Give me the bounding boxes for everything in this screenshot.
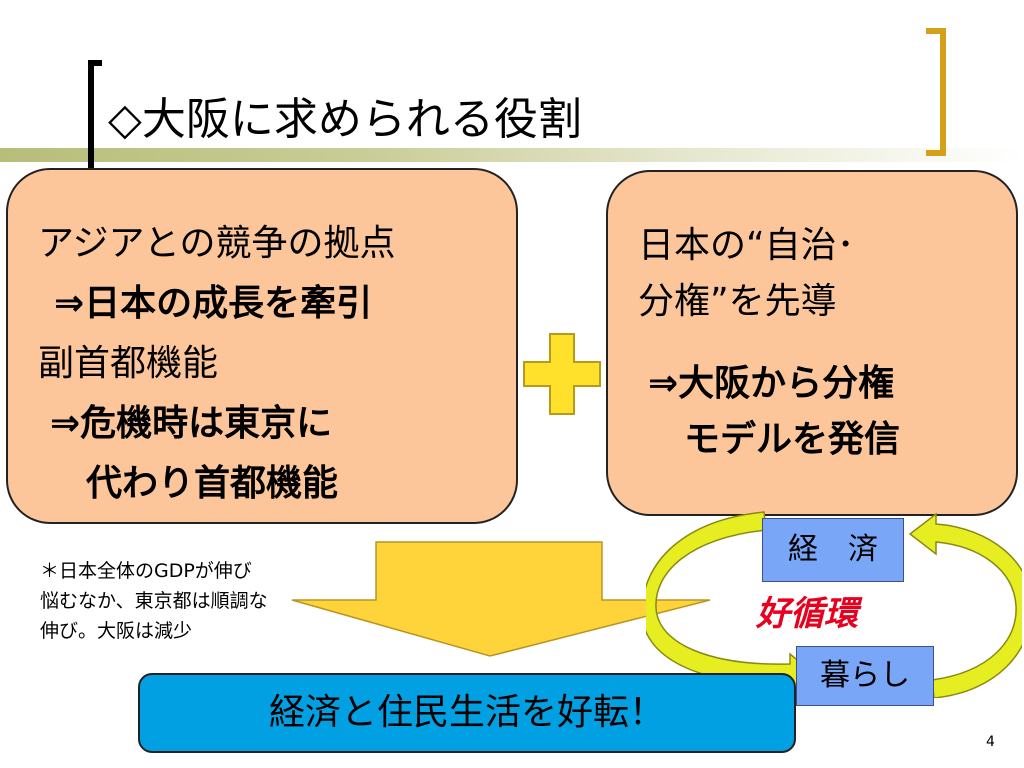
title-bracket-right (926, 28, 946, 156)
left-role-box: アジアとの競争の拠点 ⇒日本の成長を牽引 副首都機能 ⇒危機時は東京に 代わり首… (6, 168, 518, 524)
page-number: 4 (986, 734, 995, 750)
left-box-line-4: ⇒危機時は東京に (50, 403, 333, 444)
virtuous-cycle-label: 好循環 (756, 594, 858, 634)
living-label-box: 暮らし (796, 646, 934, 706)
left-box-line-3: 副首都機能 (38, 343, 219, 384)
gdp-note: ＊日本全体のGDPが伸び 悩むなか、東京都は順調な 伸び。大阪は減少 (40, 556, 340, 646)
note-line-1: ＊日本全体のGDPが伸び (40, 560, 252, 582)
page-title: ◇大阪に求められる役割 (108, 94, 582, 145)
left-box-line-5: 代わり首都機能 (86, 463, 339, 504)
conclusion-box: 経済と住民生活を好転！ (138, 673, 796, 753)
plus-icon (523, 333, 601, 415)
left-box-line-1: アジアとの競争の拠点 (38, 223, 396, 264)
note-line-2: 悩むなか、東京都は順調な (40, 590, 268, 612)
left-box-line-2: ⇒日本の成長を牽引 (54, 283, 373, 324)
title-bracket-left (88, 60, 102, 172)
economy-label-box: 経 済 (762, 518, 904, 582)
right-box-line-4: モデルを発信 (684, 419, 901, 460)
note-line-3: 伸び。大阪は減少 (40, 620, 193, 642)
right-box-line-2: 分権”を先導 (638, 281, 837, 322)
right-role-box: 日本の“自治･ 分権”を先導 ⇒大阪から分権 モデルを発信 (606, 170, 1018, 516)
right-box-line-3: ⇒大阪から分権 (648, 363, 895, 404)
title-underline-bar (0, 148, 1024, 162)
down-arrow-icon (291, 541, 711, 657)
right-box-line-1: 日本の“自治･ (638, 225, 855, 266)
